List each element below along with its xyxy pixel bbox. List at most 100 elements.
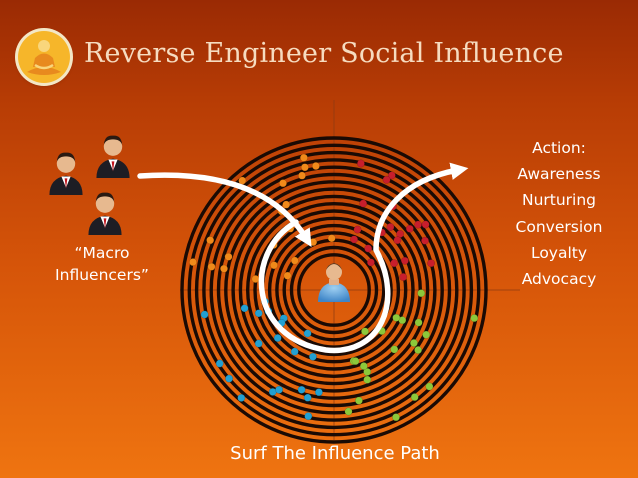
influence-dot [363, 367, 372, 376]
influence-dot [359, 362, 368, 371]
influence-dot [470, 314, 479, 323]
influence-dot [238, 176, 247, 185]
action-item-awareness: Awareness [517, 165, 601, 184]
influence-dot [396, 229, 405, 238]
influence-dot [427, 259, 436, 268]
businessman-icon [88, 192, 122, 235]
influence-dot [279, 179, 287, 188]
influence-dot [359, 199, 368, 208]
influence-dots [189, 153, 479, 422]
influence-dot [392, 313, 401, 322]
influence-dot [351, 357, 360, 366]
influence-dot [303, 393, 312, 402]
influence-dot [303, 329, 312, 338]
influence-dot [254, 309, 263, 318]
ring [187, 143, 481, 437]
influence-dot [392, 413, 400, 422]
meditating-monk-icon [27, 40, 61, 75]
influence-dot [387, 171, 396, 180]
page-title: Reverse Engineer Social Influence [84, 38, 564, 69]
influence-dot [300, 163, 309, 172]
ring [202, 158, 466, 422]
ring [209, 165, 459, 415]
ring [231, 187, 437, 393]
influence-dot [421, 220, 430, 229]
ring [180, 136, 488, 444]
macro-influencers [49, 135, 130, 235]
influence-dot [297, 385, 306, 394]
influence-dot [399, 273, 408, 281]
influence-dot [308, 352, 317, 361]
action-item-nurturing: Nurturing [521, 191, 597, 210]
influence-dot [207, 262, 216, 271]
influence-dot [314, 388, 323, 397]
influence-path-arrow-icon [258, 162, 469, 354]
influence-dot [414, 318, 423, 327]
influence-dot [200, 310, 209, 319]
influence-dot [350, 235, 359, 244]
influence-dot [273, 334, 282, 342]
influence-dot [353, 225, 362, 234]
inbound-arrow-icon [137, 172, 312, 247]
influence-dot [390, 345, 399, 354]
influence-dot [283, 271, 292, 280]
influence-dot [327, 234, 336, 243]
influence-dot [410, 393, 419, 402]
ring [194, 150, 474, 430]
influence-dot [206, 236, 215, 245]
influence-dot [425, 382, 434, 391]
ring [275, 231, 393, 349]
central-person-icon [318, 263, 350, 302]
influence-dot [299, 153, 308, 162]
ring [253, 209, 415, 371]
influence-dot [270, 261, 278, 270]
influence-dot [254, 339, 263, 348]
influence-dot [366, 258, 375, 267]
influence-dot [421, 236, 429, 245]
logo [18, 31, 70, 83]
influence-dot [224, 252, 233, 261]
influence-dot [414, 220, 423, 229]
influence-dot [225, 374, 234, 383]
influence-dot [382, 175, 391, 184]
influence-dot [304, 412, 313, 421]
businessman-icon [49, 152, 83, 195]
businessman-icon [96, 135, 130, 178]
influence-dot [282, 200, 291, 209]
ring [289, 245, 379, 335]
influence-dot [414, 346, 423, 354]
influence-dot [275, 385, 284, 394]
influence-dot [356, 159, 365, 168]
action-item-advocacy: Advocacy [521, 270, 597, 289]
influence-dot [189, 258, 197, 267]
action-heading: Action: [532, 139, 586, 157]
ring [224, 180, 444, 400]
influence-dot [364, 244, 373, 253]
ring [297, 253, 371, 327]
action-list: Action: Awareness Nurturing Conversion L… [500, 135, 618, 292]
influence-dot [220, 264, 228, 273]
influence-dot [422, 330, 431, 339]
influence-dot [251, 275, 260, 283]
influence-dot [215, 359, 224, 368]
influence-dot [237, 393, 246, 402]
influence-dot [354, 396, 363, 405]
influence-dot [400, 256, 409, 265]
influence-dot [344, 407, 353, 416]
macro-label-line1: “Macro [74, 244, 130, 262]
macro-influencers-label: “Macro Influencers” [40, 242, 164, 286]
influence-dot [417, 289, 426, 298]
influence-dot [298, 171, 306, 180]
influence-dot [405, 224, 414, 233]
influence-dot [363, 375, 372, 384]
influence-dot [309, 238, 318, 247]
action-item-loyalty: Loyalty [530, 243, 588, 262]
influence-dot [390, 259, 399, 268]
ring [238, 194, 430, 386]
diagram-caption: Surf The Influence Path [230, 443, 440, 464]
ring [216, 172, 452, 408]
influence-dot [290, 347, 299, 356]
influence-dot [361, 327, 369, 336]
